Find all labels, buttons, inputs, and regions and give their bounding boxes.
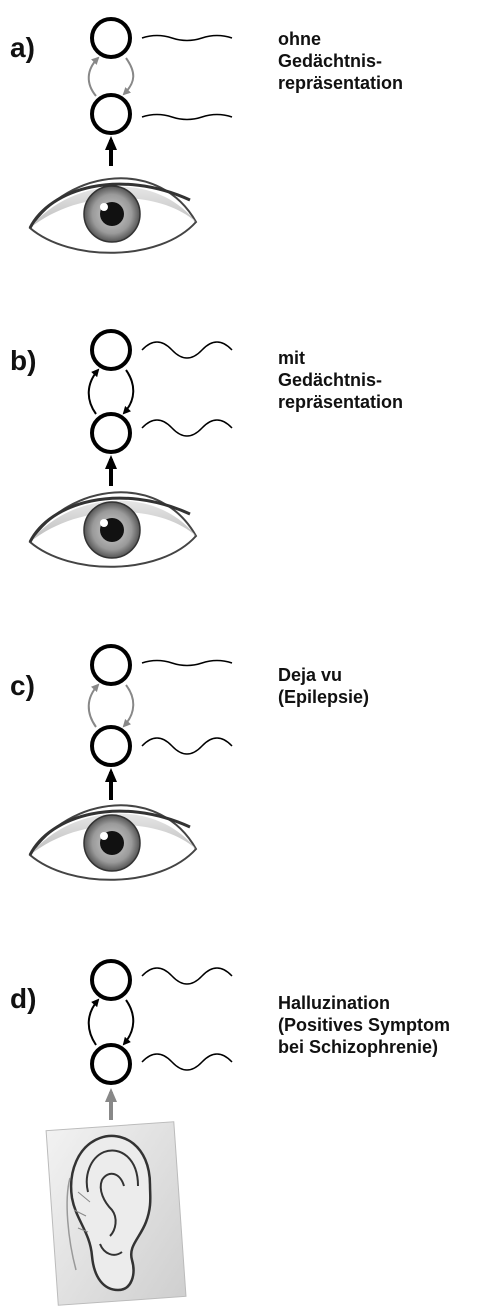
loop-arrow-up — [89, 685, 98, 727]
loop-arrow-up — [89, 370, 98, 414]
caption-line: Deja vu — [278, 664, 369, 686]
caption-line: ohne — [278, 28, 403, 50]
lower-node — [92, 414, 130, 452]
panel-c-diagram — [0, 640, 489, 940]
panel-b-diagram — [0, 320, 489, 640]
caption-line: repräsentation — [278, 391, 403, 413]
upper-node — [92, 19, 130, 57]
panel-caption: Halluzination (Positives Symptom bei Sch… — [278, 992, 450, 1058]
panel-label: c) — [10, 672, 35, 700]
eye-icon — [30, 492, 196, 566]
loop-arrow-down — [124, 58, 133, 94]
caption-line: Gedächtnis- — [278, 50, 403, 72]
loop-arrow-down — [124, 685, 133, 726]
upper-node — [92, 646, 130, 684]
caption-line: bei Schizophrenie) — [278, 1036, 450, 1058]
caption-line: Gedächtnis- — [278, 369, 403, 391]
panel-a: a) ohne Gedächtnis- repräsentation — [0, 0, 489, 320]
loop-arrow-down — [124, 370, 133, 413]
panel-c: c) Deja vu (Epilepsie) — [0, 640, 489, 940]
panel-b: b) mit Gedächtnis- repräsentation — [0, 320, 489, 640]
ear-icon — [46, 1122, 186, 1306]
lower-wave — [142, 115, 232, 120]
eye-icon — [30, 805, 196, 879]
lower-node — [92, 727, 130, 765]
panel-label: b) — [10, 347, 36, 375]
caption-line: Halluzination — [278, 992, 450, 1014]
upper-wave — [142, 661, 232, 666]
lower-wave — [142, 738, 232, 754]
panel-caption: ohne Gedächtnis- repräsentation — [278, 28, 403, 94]
panel-caption: Deja vu (Epilepsie) — [278, 664, 369, 708]
caption-line: (Positives Symptom — [278, 1014, 450, 1036]
caption-line: repräsentation — [278, 72, 403, 94]
loop-arrow-down — [124, 1000, 133, 1044]
lower-node — [92, 1045, 130, 1083]
upper-node — [92, 331, 130, 369]
panel-label: a) — [10, 34, 35, 62]
lower-wave — [142, 420, 232, 436]
loop-arrow-up — [89, 1000, 98, 1045]
panel-d: d) Halluzination (Positives Symptom bei … — [0, 940, 489, 1308]
upper-node — [92, 961, 130, 999]
eye-icon — [30, 178, 196, 252]
loop-arrow-up — [89, 58, 98, 96]
lower-node — [92, 95, 130, 133]
upper-wave — [142, 968, 232, 984]
caption-line: (Epilepsie) — [278, 686, 369, 708]
panel-label: d) — [10, 985, 36, 1013]
panel-a-diagram — [0, 0, 489, 320]
caption-line: mit — [278, 347, 403, 369]
upper-wave — [142, 36, 232, 41]
panel-caption: mit Gedächtnis- repräsentation — [278, 347, 403, 413]
lower-wave — [142, 1054, 232, 1070]
upper-wave — [142, 342, 232, 358]
